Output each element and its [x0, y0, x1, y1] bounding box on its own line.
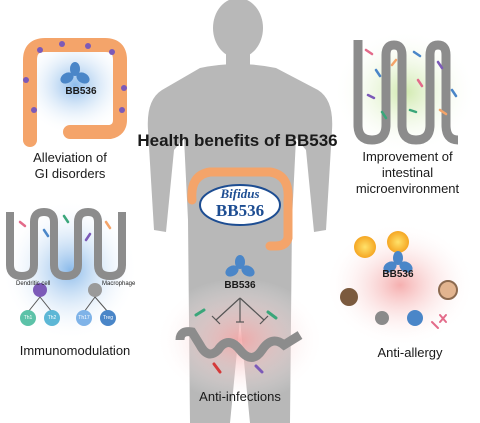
macrophage-icon [88, 283, 102, 297]
dendritic-cell-label: Dendritic cell [16, 281, 51, 287]
bb536-bacteria-icon [383, 251, 413, 273]
infection-illustration [155, 278, 325, 402]
bifidus-logo-line2: BB536 [215, 201, 265, 220]
immuno-illustration [2, 200, 138, 340]
allergy-illustration [325, 223, 475, 347]
gi-caption-line2: GI disorders [34, 166, 106, 181]
bb536-label: BB536 [382, 269, 414, 280]
th1-label: Th1 [23, 315, 33, 321]
cell-icon [407, 310, 423, 326]
macrophage-label: Macrophage [102, 281, 136, 287]
bifidus-logo-oval [199, 184, 281, 226]
treg-cell-icon [100, 310, 116, 326]
treg-label: Treg [102, 315, 114, 321]
infection-caption: Anti-infections [199, 389, 281, 404]
pollen-icon [354, 236, 376, 258]
th17-cell-icon [76, 310, 92, 326]
th1-cell-icon [20, 310, 36, 326]
antibody-icon [431, 314, 447, 329]
th2-cell-icon [44, 310, 60, 326]
bifidus-logo-line1: Bifidus [220, 186, 260, 201]
bb536-label: BB536 [224, 280, 256, 291]
immuno-caption: Immunomodulation [19, 343, 131, 358]
th17-label: Th17 [78, 315, 90, 321]
pollen-icon [387, 231, 409, 253]
colon-illustration [20, 35, 130, 147]
gi-caption-line1: Alleviation of [33, 150, 107, 165]
intestinal-caption-line3: microenvironment [355, 181, 460, 196]
colon-mini [187, 167, 293, 251]
diagram-title: Health benefits of BB536 [137, 131, 338, 150]
allergy-caption: Anti-allergy [377, 345, 443, 360]
th2-label: Th2 [47, 315, 57, 321]
mast-cell-icon [438, 280, 458, 300]
intestinal-caption-line1: Improvement of [362, 149, 453, 164]
intestinal-villi-illustration [333, 30, 477, 154]
cell-icon [375, 311, 389, 325]
bb536-label: BB536 [65, 86, 97, 97]
dendritic-cell-icon [33, 283, 47, 297]
allergen-icon [340, 288, 358, 306]
bb536-bacteria-icon [225, 255, 255, 277]
intestinal-caption-line2: intestinal [381, 165, 434, 180]
bb536-bacteria-icon [60, 62, 90, 84]
